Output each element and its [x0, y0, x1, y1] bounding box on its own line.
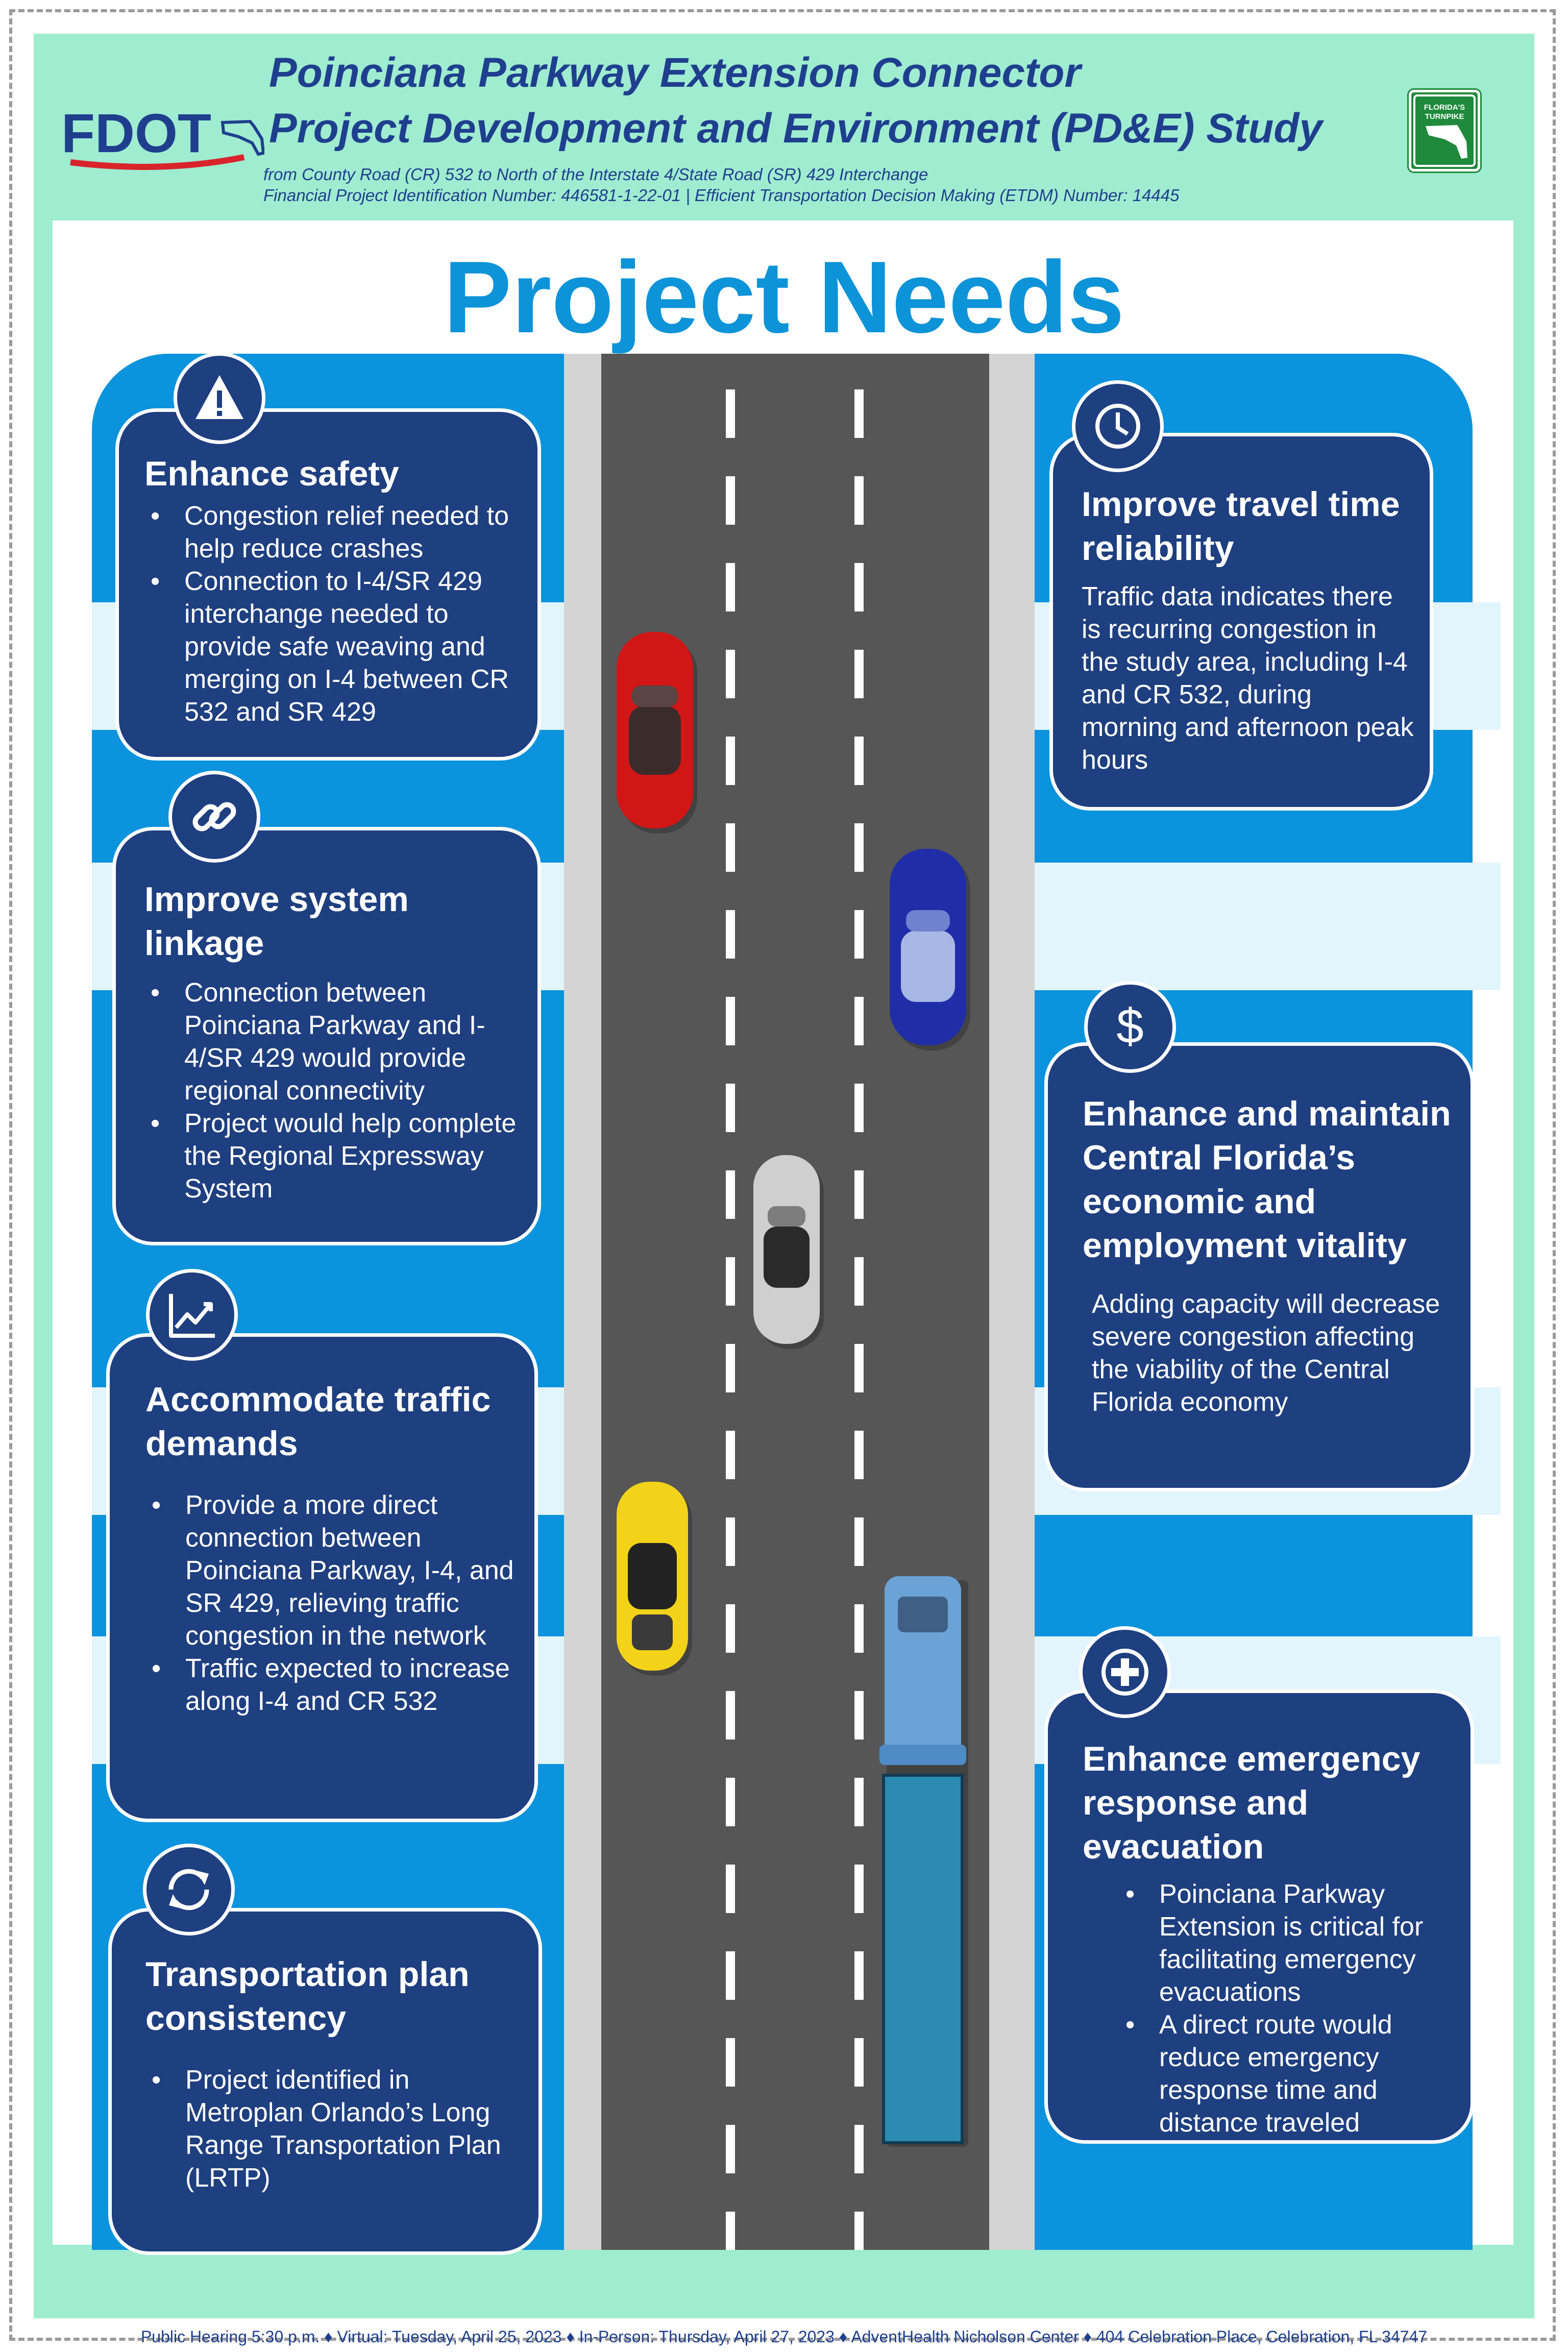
need-bullet: Project identified in Metroplan Orlando’…	[152, 2064, 518, 2194]
yellow-car	[617, 1482, 692, 1676]
need-card-emergency-response: Enhance emergency response and evacuatio…	[1044, 1689, 1474, 2144]
svg-text:FLORIDA'S: FLORIDA'S	[1424, 103, 1465, 112]
header-title-line1: Poinciana Parkway Extension Connector	[269, 50, 1081, 96]
clock-icon	[1072, 380, 1164, 472]
road	[601, 354, 989, 2250]
need-text: Adding capacity will decrease severe con…	[1092, 1289, 1440, 1417]
fdot-logo: FDOT	[60, 97, 265, 174]
header-subtitle-line2: Financial Project Identification Number:…	[263, 186, 1180, 205]
svg-text:TURNPIKE: TURNPIKE	[1425, 112, 1464, 121]
link-icon	[168, 771, 260, 863]
red-car	[617, 632, 697, 834]
need-card-system-linkage: Improve system linkage Connection betwee…	[112, 827, 541, 1245]
need-title: Enhance safety	[144, 454, 399, 493]
svg-text:$: $	[1116, 999, 1143, 1054]
need-bullet: Poinciana Parkway Extension is critical …	[1125, 1878, 1455, 2008]
page-border	[9, 9, 1556, 2341]
turnpike-logo: FLORIDA'S TURNPIKE	[1409, 90, 1480, 172]
need-text: Traffic data indicates there is recurrin…	[1082, 582, 1414, 775]
footer-event-info: Public Hearing 5:30 p.m. ♦ Virtual: Tues…	[140, 2328, 1428, 2346]
silver-car	[753, 1155, 824, 1349]
warning-icon	[174, 352, 265, 444]
need-card-economic-vitality: Enhance and maintain Central Florida’s e…	[1044, 1042, 1474, 1491]
need-bullet: Project would help complete the Regional…	[151, 1107, 517, 1205]
need-card-travel-time: Improve travel time reliability Traffic …	[1049, 433, 1433, 811]
need-bullet: Congestion relief needed to help reduce …	[151, 500, 517, 565]
need-bullet: Provide a more direct connection between…	[152, 1489, 514, 1652]
header-title-line2: Project Development and Environment (PD&…	[269, 105, 1322, 152]
need-card-enhance-safety: Enhance safety Congestion relief needed …	[115, 408, 541, 761]
truck	[879, 1576, 968, 2147]
trend-chart-icon	[146, 1269, 238, 1361]
need-title: Improve travel time reliability	[1082, 485, 1400, 568]
need-card-plan-consistency: Transportation plan consistency Project …	[108, 1908, 542, 2255]
road-graphic	[617, 389, 970, 2250]
need-bullet: Connection to I-4/SR 429 interchange nee…	[151, 565, 517, 728]
blue-car	[890, 849, 970, 1050]
medical-cross-icon	[1079, 1626, 1171, 1718]
refresh-cycle-icon	[143, 1844, 235, 1935]
need-bullet: Traffic expected to increase along I-4 a…	[152, 1652, 514, 1718]
need-title: Enhance and maintain Central Florida’s e…	[1083, 1094, 1451, 1265]
fdot-logo-text: FDOT	[61, 102, 211, 164]
header-subtitle-line1: from County Road (CR) 532 to North of th…	[263, 165, 928, 184]
need-bullet: Connection between Poinciana Parkway and…	[151, 976, 517, 1107]
need-title: Enhance emergency response and evacuatio…	[1083, 1739, 1420, 1866]
page-title: Project Needs	[444, 240, 1124, 354]
need-title: Improve system linkage	[144, 880, 409, 963]
need-card-traffic-demands: Accommodate traffic demands Provide a mo…	[106, 1333, 538, 1822]
dollar-icon: $	[1084, 981, 1176, 1073]
need-bullet: A direct route would reduce emergency re…	[1125, 2008, 1455, 2139]
need-title: Transportation plan consistency	[145, 1955, 470, 2038]
need-title: Accommodate traffic demands	[145, 1380, 491, 1463]
